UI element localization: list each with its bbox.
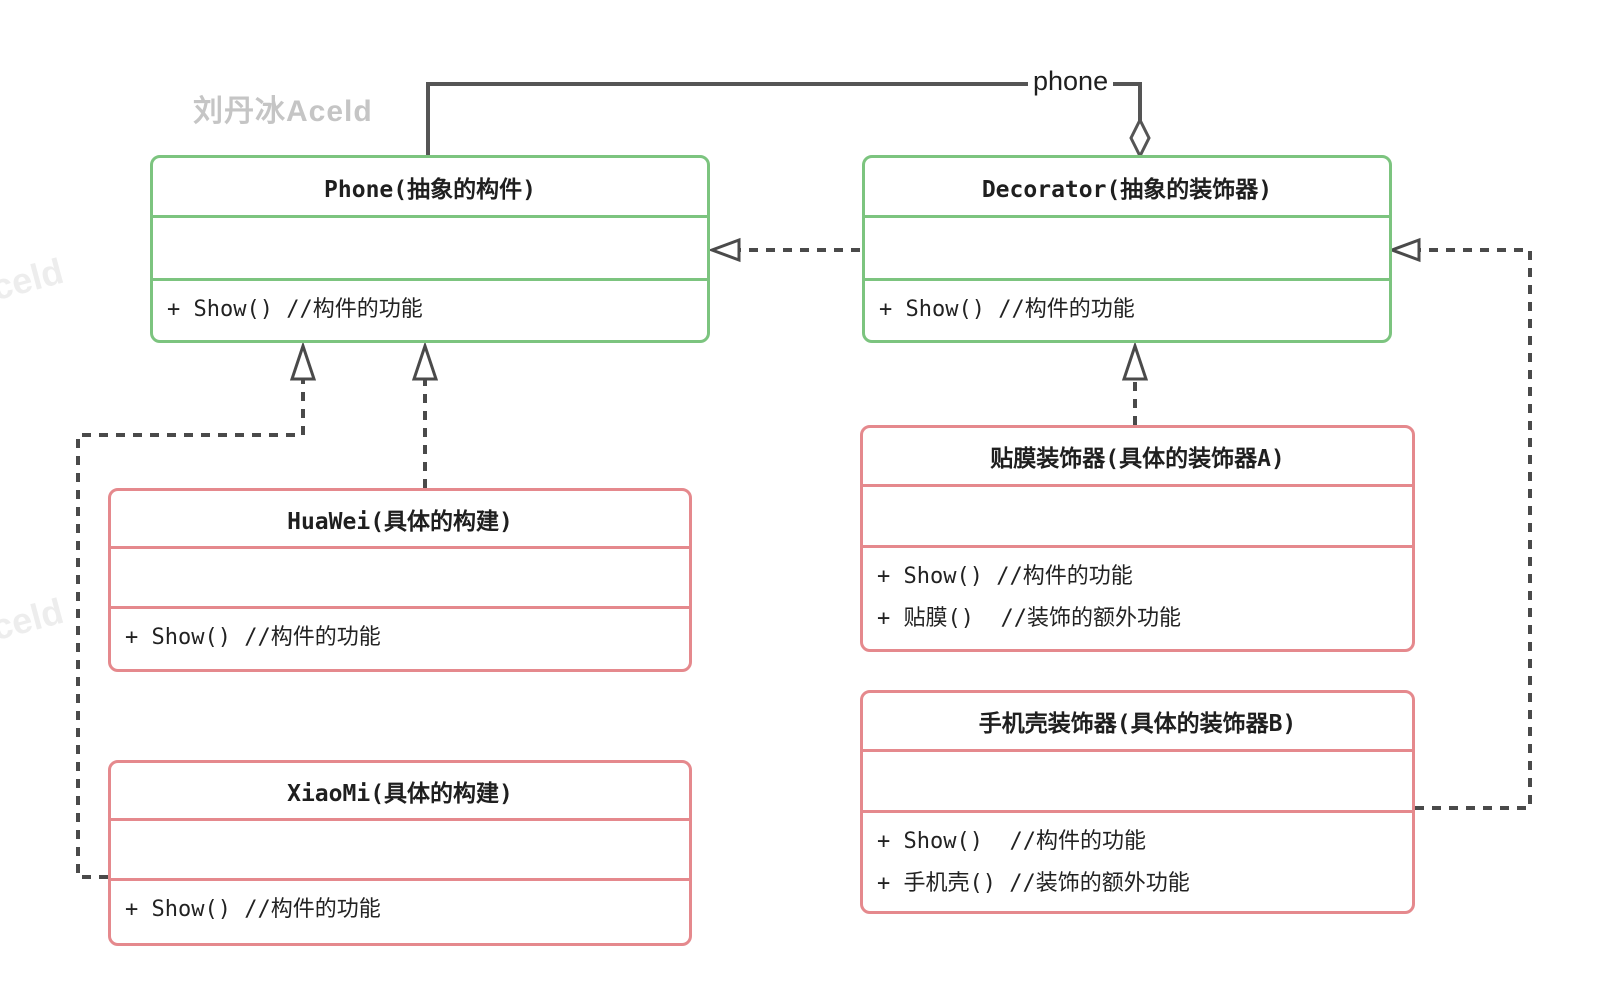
method-line: + Show() //构件的功能 — [877, 564, 1133, 589]
class-name-case-decorator: 手机壳装饰器(具体的装饰器B) — [978, 711, 1297, 737]
edge-label-phone: phone — [1028, 66, 1114, 97]
open-arrowhead-up-icon — [289, 341, 317, 381]
methods-compartment-phone: + Show() //构件的功能 — [153, 281, 707, 340]
methods-compartment-decorator: + Show() //构件的功能 — [865, 281, 1389, 340]
class-box-phone: Phone(抽象的构件) + Show() //构件的功能 — [150, 155, 710, 343]
method-line: + 贴膜() //装饰的额外功能 — [877, 606, 1181, 631]
class-name-film-decorator: 贴膜装饰器(具体的装饰器A) — [990, 446, 1285, 472]
method-line: + 手机壳() //装饰的额外功能 — [877, 871, 1190, 896]
methods-compartment-huawei: + Show() //构件的功能 — [111, 609, 689, 669]
method-line: + Show() //构件的功能 — [125, 625, 381, 650]
methods-compartment-xiaomi: + Show() //构件的功能 — [111, 881, 689, 943]
aggregation-diamond-icon — [1129, 116, 1151, 160]
class-box-decorator: Decorator(抽象的装饰器) + Show() //构件的功能 — [862, 155, 1392, 343]
class-name-phone: Phone(抽象的构件) — [324, 176, 536, 203]
fields-compartment-film-decorator — [863, 484, 1412, 548]
open-arrowhead-left-icon — [707, 237, 741, 263]
class-name-huawei: HuaWei(具体的构建) — [287, 508, 513, 535]
fields-compartment-huawei — [111, 546, 689, 609]
fields-compartment-decorator — [865, 215, 1389, 281]
method-line: + Show() //构件的功能 — [125, 897, 381, 922]
class-box-xiaomi: XiaoMi(具体的构建) + Show() //构件的功能 — [108, 760, 692, 946]
realization-line-case-decorator — [1415, 248, 1532, 810]
methods-compartment-case-decorator: + Show() //构件的功能 + 手机壳() //装饰的额外功能 — [863, 813, 1412, 911]
open-arrowhead-up-icon — [411, 341, 439, 381]
open-arrowhead-up-icon — [1121, 341, 1149, 381]
methods-compartment-film-decorator: + Show() //构件的功能 + 贴膜() //装饰的额外功能 — [863, 548, 1412, 649]
fields-compartment-xiaomi — [111, 818, 689, 881]
class-box-huawei: HuaWei(具体的构建) + Show() //构件的功能 — [108, 488, 692, 672]
method-line: + Show() //构件的功能 — [877, 829, 1146, 854]
class-box-film-decorator: 贴膜装饰器(具体的装饰器A) + Show() //构件的功能 + 贴膜() /… — [860, 425, 1415, 652]
realization-line-xiaomi-phone — [76, 380, 305, 879]
method-line: + Show() //构件的功能 — [879, 297, 1135, 322]
fields-compartment-phone — [153, 215, 707, 281]
open-arrowhead-left-icon — [1387, 237, 1421, 263]
method-line: + Show() //构件的功能 — [167, 297, 423, 322]
class-name-xiaomi: XiaoMi(具体的构建) — [287, 780, 513, 807]
watermark-author: 刘丹冰Aceld — [193, 95, 373, 128]
aggregation-line-decorator-phone — [426, 82, 1142, 155]
class-name-decorator: Decorator(抽象的装饰器) — [981, 176, 1273, 203]
class-box-case-decorator: 手机壳装饰器(具体的装饰器B) + Show() //构件的功能 + 手机壳()… — [860, 690, 1415, 914]
fields-compartment-case-decorator — [863, 749, 1412, 813]
